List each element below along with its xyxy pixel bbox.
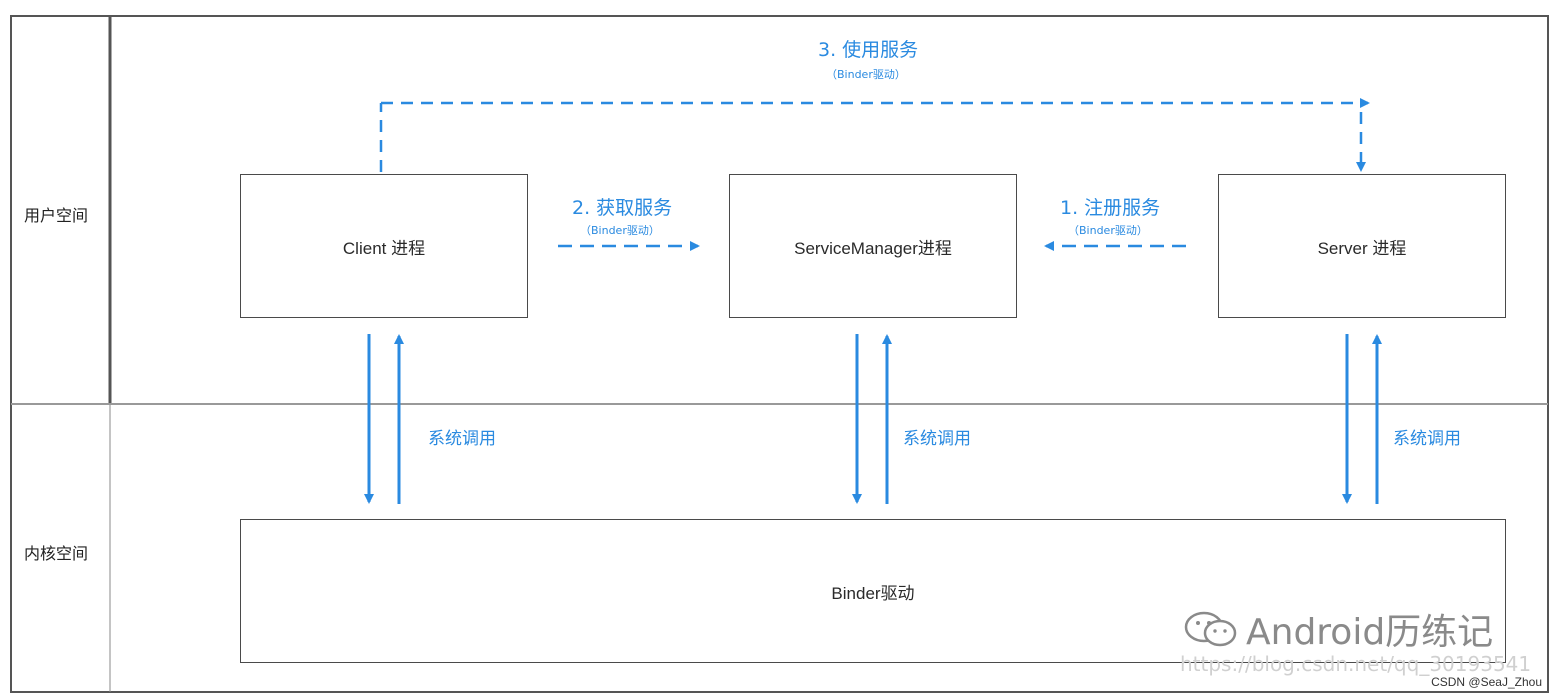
use-service-arrow <box>379 98 1370 172</box>
user-space-label: 用户空间 <box>24 206 89 225</box>
brand-watermark-text: Android历练记 <box>1246 612 1494 653</box>
brand-watermark: Android历练记 <box>1182 603 1493 655</box>
register-service-title: 1. 注册服务 <box>1060 197 1161 219</box>
use-service-sub: （Binder驱动） <box>826 68 906 81</box>
client-process-box: Client 进程 <box>240 174 528 318</box>
binder-driver-box: Binder驱动 <box>240 519 1506 663</box>
client-process-label: Client 进程 <box>342 238 426 258</box>
use-service-title: 3. 使用服务 <box>818 39 919 61</box>
service-manager-label: ServiceManager进程 <box>794 238 952 258</box>
binder-driver-label: Binder驱动 <box>831 583 915 603</box>
register-service-sub: （Binder驱动） <box>1068 224 1148 237</box>
get-service-sub: （Binder驱动） <box>580 224 660 237</box>
service-manager-box: ServiceManager进程 <box>729 174 1017 318</box>
server-process-label: Server 进程 <box>1317 238 1407 258</box>
get-service-title: 2. 获取服务 <box>572 197 673 219</box>
wechat-icon <box>1184 611 1237 647</box>
url-watermark: https://blog.csdn.net/qq_30193541 <box>1180 652 1532 676</box>
kernel-space-label: 内核空间 <box>24 544 89 563</box>
sm-syscall-label: 系统调用 <box>903 429 971 449</box>
server-syscall-label: 系统调用 <box>1393 429 1461 449</box>
csdn-watermark: CSDN @SeaJ_Zhou <box>1431 675 1542 689</box>
server-process-box: Server 进程 <box>1218 174 1506 318</box>
client-syscall-label: 系统调用 <box>428 429 496 449</box>
